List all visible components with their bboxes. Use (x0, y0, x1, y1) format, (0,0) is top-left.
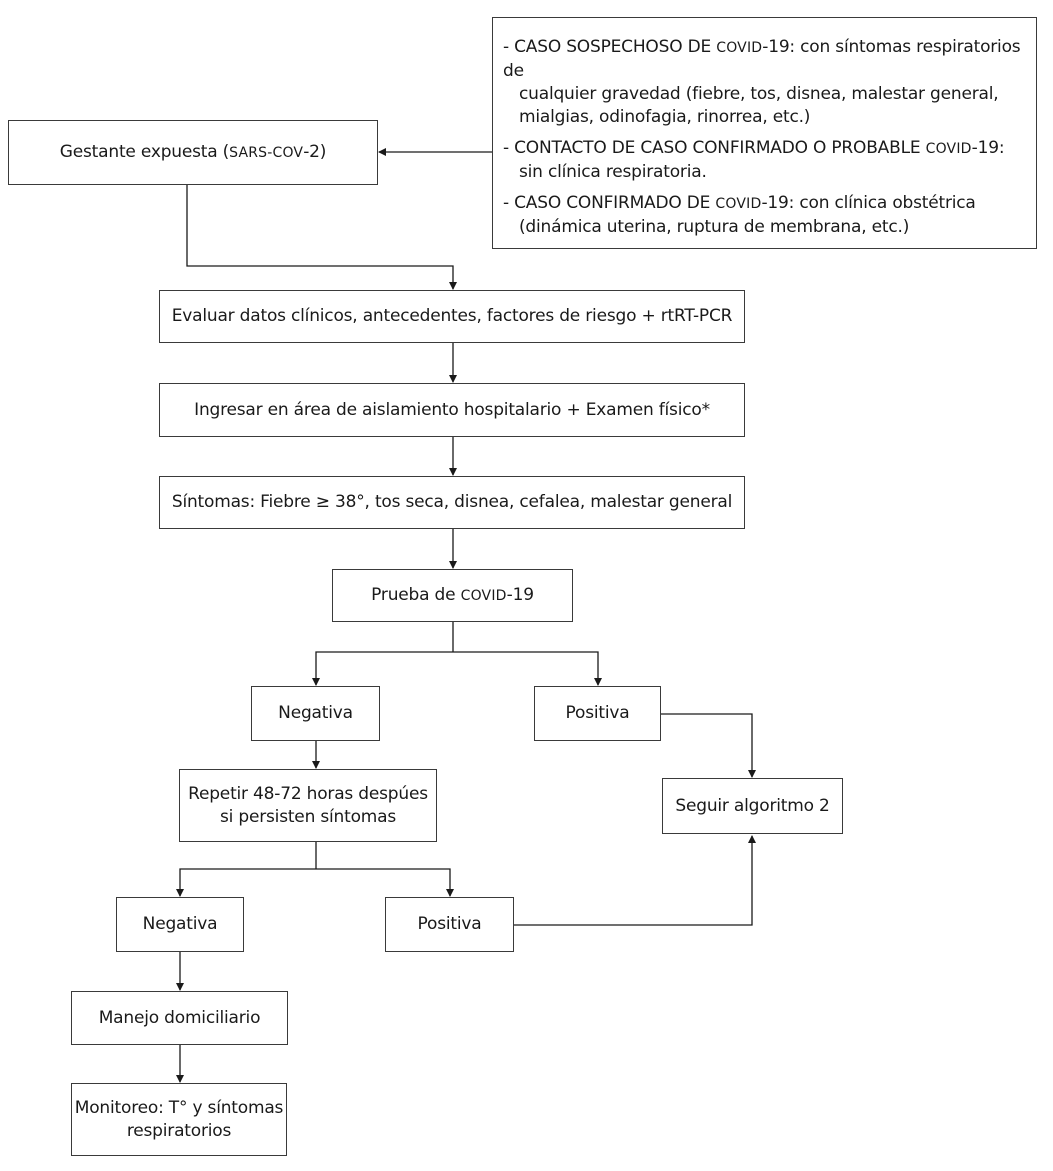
arrow-repetir-to-negativa2 (176, 868, 316, 897)
node-seguir-label: Seguir algoritmo 2 (675, 795, 830, 816)
criteria-item2-text-b: -19: (971, 138, 1005, 158)
node-manejo-domiciliario: Manejo domiciliario (71, 991, 288, 1045)
node-negativa-2-label: Negativa (142, 914, 218, 934)
criteria-item1-text: - CASO SOSPECHOSO DE (503, 37, 717, 57)
node-positiva-1: Positiva (534, 686, 661, 741)
node-prueba-text: Prueba de (371, 584, 461, 605)
node-sintomas: Síntomas: Fiebre ≥ 38°, tos seca, disnea… (159, 476, 745, 529)
arrow-repetir-to-positiva2 (316, 868, 454, 897)
criteria-item1-text-b: -19: con síntomas respiratorios de (503, 37, 1021, 81)
criteria-item1-line2: cualquier gravedad (fiebre, tos, disnea,… (519, 84, 999, 104)
criteria-item3-covid: COVID (715, 196, 762, 212)
criteria-item1-line3: mialgias, odinofagia, rinorrea, etc.) (519, 107, 811, 127)
criteria-item2-covid: COVID (925, 141, 972, 157)
node-gestante-text: Gestante expuesta ( (59, 141, 230, 162)
criteria-item2-text: - CONTACTO DE CASO CONFIRMADO O PROBABLE (503, 138, 926, 158)
node-seguir-algoritmo-2: Seguir algoritmo 2 (662, 778, 843, 834)
node-repetir-label: Repetir 48-72 horas despúes si persisten… (188, 783, 428, 827)
arrow-positiva1-to-seguir (661, 713, 756, 778)
node-sintomas-label: Síntomas: Fiebre ≥ 38°, tos seca, disnea… (171, 492, 733, 512)
node-evaluar: Evaluar datos clínicos, antecedentes, fa… (159, 290, 745, 343)
node-gestante-sars: SARS-COV (229, 144, 304, 161)
node-prueba: Prueba de COVID-19 (332, 569, 573, 622)
criteria-item3-text-b: -19: con clínica obstétrica (761, 193, 976, 213)
node-repetir: Repetir 48-72 horas despúes si persisten… (179, 769, 437, 842)
node-gestante-expuesta: Gestante expuesta (SARS-COV-2) (8, 120, 378, 185)
arrow-positiva2-to-seguir (514, 835, 756, 926)
criteria-item-confirmed-case: - CASO CONFIRMADO DE COVID-19: con clíni… (503, 192, 1026, 239)
criteria-item-suspected-case: - CASO SOSPECHOSO DE COVID-19: con sínto… (503, 36, 1026, 129)
node-negativa-2: Negativa (116, 897, 244, 952)
node-negativa-1-label: Negativa (278, 703, 353, 723)
node-positiva-2-label: Positiva (417, 914, 482, 934)
node-ingresar-label: Ingresar en área de aislamiento hospital… (194, 399, 710, 420)
arrow-prueba-to-positiva1 (453, 651, 602, 686)
criteria-item3-text: - CASO CONFIRMADO DE (503, 193, 716, 213)
node-monitoreo-label: Monitoreo: T° y síntomas respiratorios (74, 1097, 284, 1141)
node-negativa-1: Negativa (251, 686, 380, 741)
criteria-item1-covid: COVID (716, 40, 763, 56)
arrow-gestante-to-evaluar (186, 185, 457, 290)
node-gestante-text-b: -2) (303, 141, 327, 162)
node-ingresar: Ingresar en área de aislamiento hospital… (159, 383, 745, 437)
exposure-criteria-box: - CASO SOSPECHOSO DE COVID-19: con sínto… (492, 17, 1037, 249)
node-positiva-2: Positiva (385, 897, 514, 952)
criteria-item-contact-case: - CONTACTO DE CASO CONFIRMADO O PROBABLE… (503, 137, 1026, 184)
arrow-prueba-to-negativa1 (312, 651, 453, 686)
node-prueba-covid: COVID (460, 587, 507, 604)
node-manejo-label: Manejo domiciliario (98, 1007, 261, 1028)
node-monitoreo: Monitoreo: T° y síntomas respiratorios (71, 1083, 287, 1156)
node-positiva-1-label: Positiva (565, 703, 630, 723)
criteria-item3-line2: (dinámica uterina, ruptura de membrana, … (519, 217, 910, 237)
node-prueba-text-b: -19 (506, 584, 534, 605)
node-evaluar-label: Evaluar datos clínicos, antecedentes, fa… (171, 306, 733, 326)
criteria-item2-line2: sin clínica respiratoria. (519, 162, 707, 182)
